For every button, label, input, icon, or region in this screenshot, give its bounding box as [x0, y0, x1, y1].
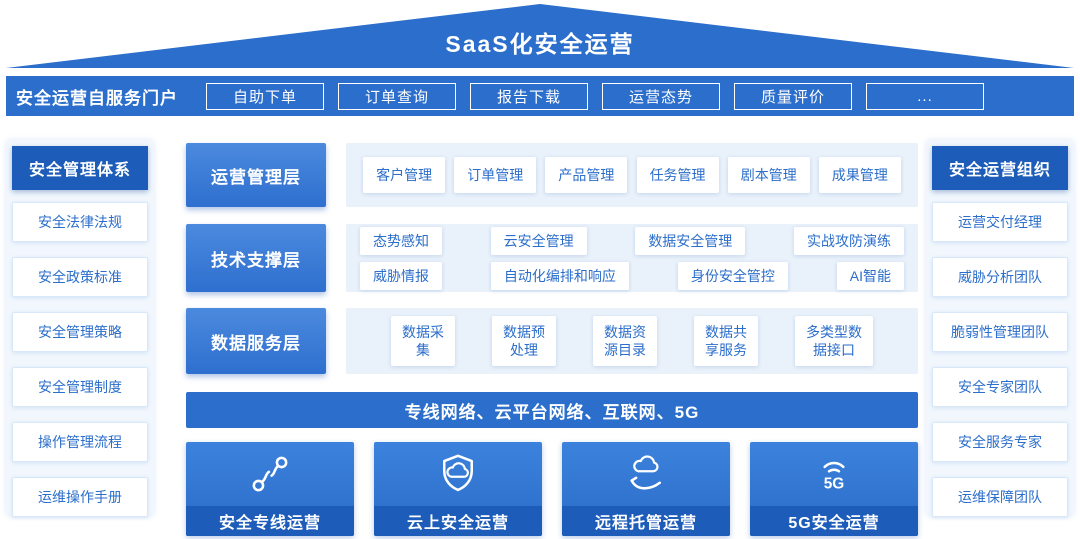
tech-row-2: 威胁情报 自动化编排和响应 身份安全管控 AI智能 — [350, 261, 914, 290]
portal-bar: 安全运营自服务门户 自助下单 订单查询 报告下载 运营态势 质量评价 ... — [6, 76, 1074, 116]
left-panel-item: 安全管理策略 — [12, 312, 148, 352]
left-panel-item: 安全管理制度 — [12, 367, 148, 407]
roof-banner: SaaS化安全运营 — [6, 4, 1074, 68]
layer-label: 数据服务层 — [186, 308, 326, 374]
layer-technical-support: 技术支撑层 态势感知 云安全管理 数据安全管理 实战攻防演练 威胁情报 自动化编… — [186, 224, 918, 292]
left-panel-item: 操作管理流程 — [12, 422, 148, 462]
right-panel-item: 运维保障团队 — [932, 477, 1068, 517]
network-bar-label: 专线网络、云平台网络、互联网、5G — [404, 402, 700, 422]
layer-content: 数据采集 数据预处理 数据资源目录 数据共享服务 多类型数据接口 — [346, 308, 918, 374]
hand-cloud-icon — [562, 442, 730, 506]
scenario-cloud-security-ops: 云上安全运营 — [374, 442, 542, 536]
tech-chip: 自动化编排和响应 — [490, 261, 629, 290]
layer-label: 运营管理层 — [186, 143, 326, 207]
ops-chip: 客户管理 — [363, 157, 446, 193]
layer-content: 态势感知 云安全管理 数据安全管理 实战攻防演练 威胁情报 自动化编排和响应 身… — [346, 224, 918, 292]
ops-chip: 订单管理 — [454, 157, 537, 193]
portal-button-order-query[interactable]: 订单查询 — [338, 82, 456, 110]
ops-chip: 剧本管理 — [727, 157, 810, 193]
data-chip: 数据资源目录 — [593, 316, 657, 366]
left-panel-item: 安全法律法规 — [12, 202, 148, 242]
ops-chip: 成果管理 — [818, 157, 901, 193]
scenario-dedicated-line-ops: 安全专线运营 — [186, 442, 354, 536]
portal-button-ops-posture[interactable]: 运营态势 — [602, 82, 720, 110]
right-panel-item: 安全服务专家 — [932, 422, 1068, 462]
portal-button-report-download[interactable]: 报告下载 — [470, 82, 588, 110]
portal-button-self-order[interactable]: 自助下单 — [206, 82, 324, 110]
layer-data-service: 数据服务层 数据采集 数据预处理 数据资源目录 数据共享服务 多类型数据接口 — [186, 308, 918, 374]
route-link-icon — [186, 442, 354, 506]
layer-content: 客户管理 订单管理 产品管理 任务管理 剧本管理 成果管理 — [346, 143, 918, 207]
tech-chip: AI智能 — [836, 261, 904, 290]
left-panel-item: 运维操作手册 — [12, 477, 148, 517]
portal-button-more[interactable]: ... — [866, 82, 984, 110]
tech-chip: 实战攻防演练 — [793, 226, 904, 255]
right-panel-item: 运营交付经理 — [932, 202, 1068, 242]
right-panel-item: 威胁分析团队 — [932, 257, 1068, 297]
scenario-label: 5G安全运营 — [750, 506, 918, 536]
right-panel-item: 安全专家团队 — [932, 367, 1068, 407]
ops-chip: 产品管理 — [545, 157, 628, 193]
layer-label: 技术支撑层 — [186, 224, 326, 292]
cloud-shield-icon — [374, 442, 542, 506]
scenario-row: 安全专线运营 云上安全运营 远程托管运营 — [186, 442, 918, 536]
scenario-label: 远程托管运营 — [562, 506, 730, 536]
network-bar: 专线网络、云平台网络、互联网、5G — [186, 392, 918, 428]
right-panel-security-org: 安全运营组织 运营交付经理 威胁分析团队 脆弱性管理团队 安全专家团队 安全服务… — [926, 140, 1074, 517]
tech-chip: 身份安全管控 — [677, 261, 788, 290]
right-panel-title: 安全运营组织 — [932, 146, 1068, 190]
page-title: SaaS化安全运营 — [445, 31, 635, 57]
left-panel-item: 安全政策标准 — [12, 257, 148, 297]
scenario-remote-managed-ops: 远程托管运营 — [562, 442, 730, 536]
data-chip: 数据采集 — [391, 316, 455, 366]
layer-operations-management: 运营管理层 客户管理 订单管理 产品管理 任务管理 剧本管理 成果管理 — [186, 143, 918, 207]
5g-signal-icon: 5G — [750, 442, 918, 506]
scenario-5g-security-ops: 5G 5G安全运营 — [750, 442, 918, 536]
scenario-label: 云上安全运营 — [374, 506, 542, 536]
right-panel-item: 脆弱性管理团队 — [932, 312, 1068, 352]
5g-icon-text: 5G — [824, 475, 845, 492]
data-chip: 数据共享服务 — [694, 316, 758, 366]
tech-chip: 态势感知 — [360, 226, 442, 255]
portal-label: 安全运营自服务门户 — [16, 88, 178, 108]
ops-chip: 任务管理 — [636, 157, 719, 193]
left-panel-title: 安全管理体系 — [12, 146, 148, 190]
tech-chip: 数据安全管理 — [635, 226, 746, 255]
portal-button-quality-eval[interactable]: 质量评价 — [734, 82, 852, 110]
tech-row-1: 态势感知 云安全管理 数据安全管理 实战攻防演练 — [350, 226, 914, 255]
data-chip: 多类型数据接口 — [795, 316, 873, 366]
data-chip: 数据预处理 — [492, 316, 556, 366]
left-panel-security-management: 安全管理体系 安全法律法规 安全政策标准 安全管理策略 安全管理制度 操作管理流… — [6, 140, 154, 517]
tech-chip: 云安全管理 — [490, 226, 587, 255]
tech-chip: 威胁情报 — [360, 261, 442, 290]
scenario-label: 安全专线运营 — [186, 506, 354, 536]
